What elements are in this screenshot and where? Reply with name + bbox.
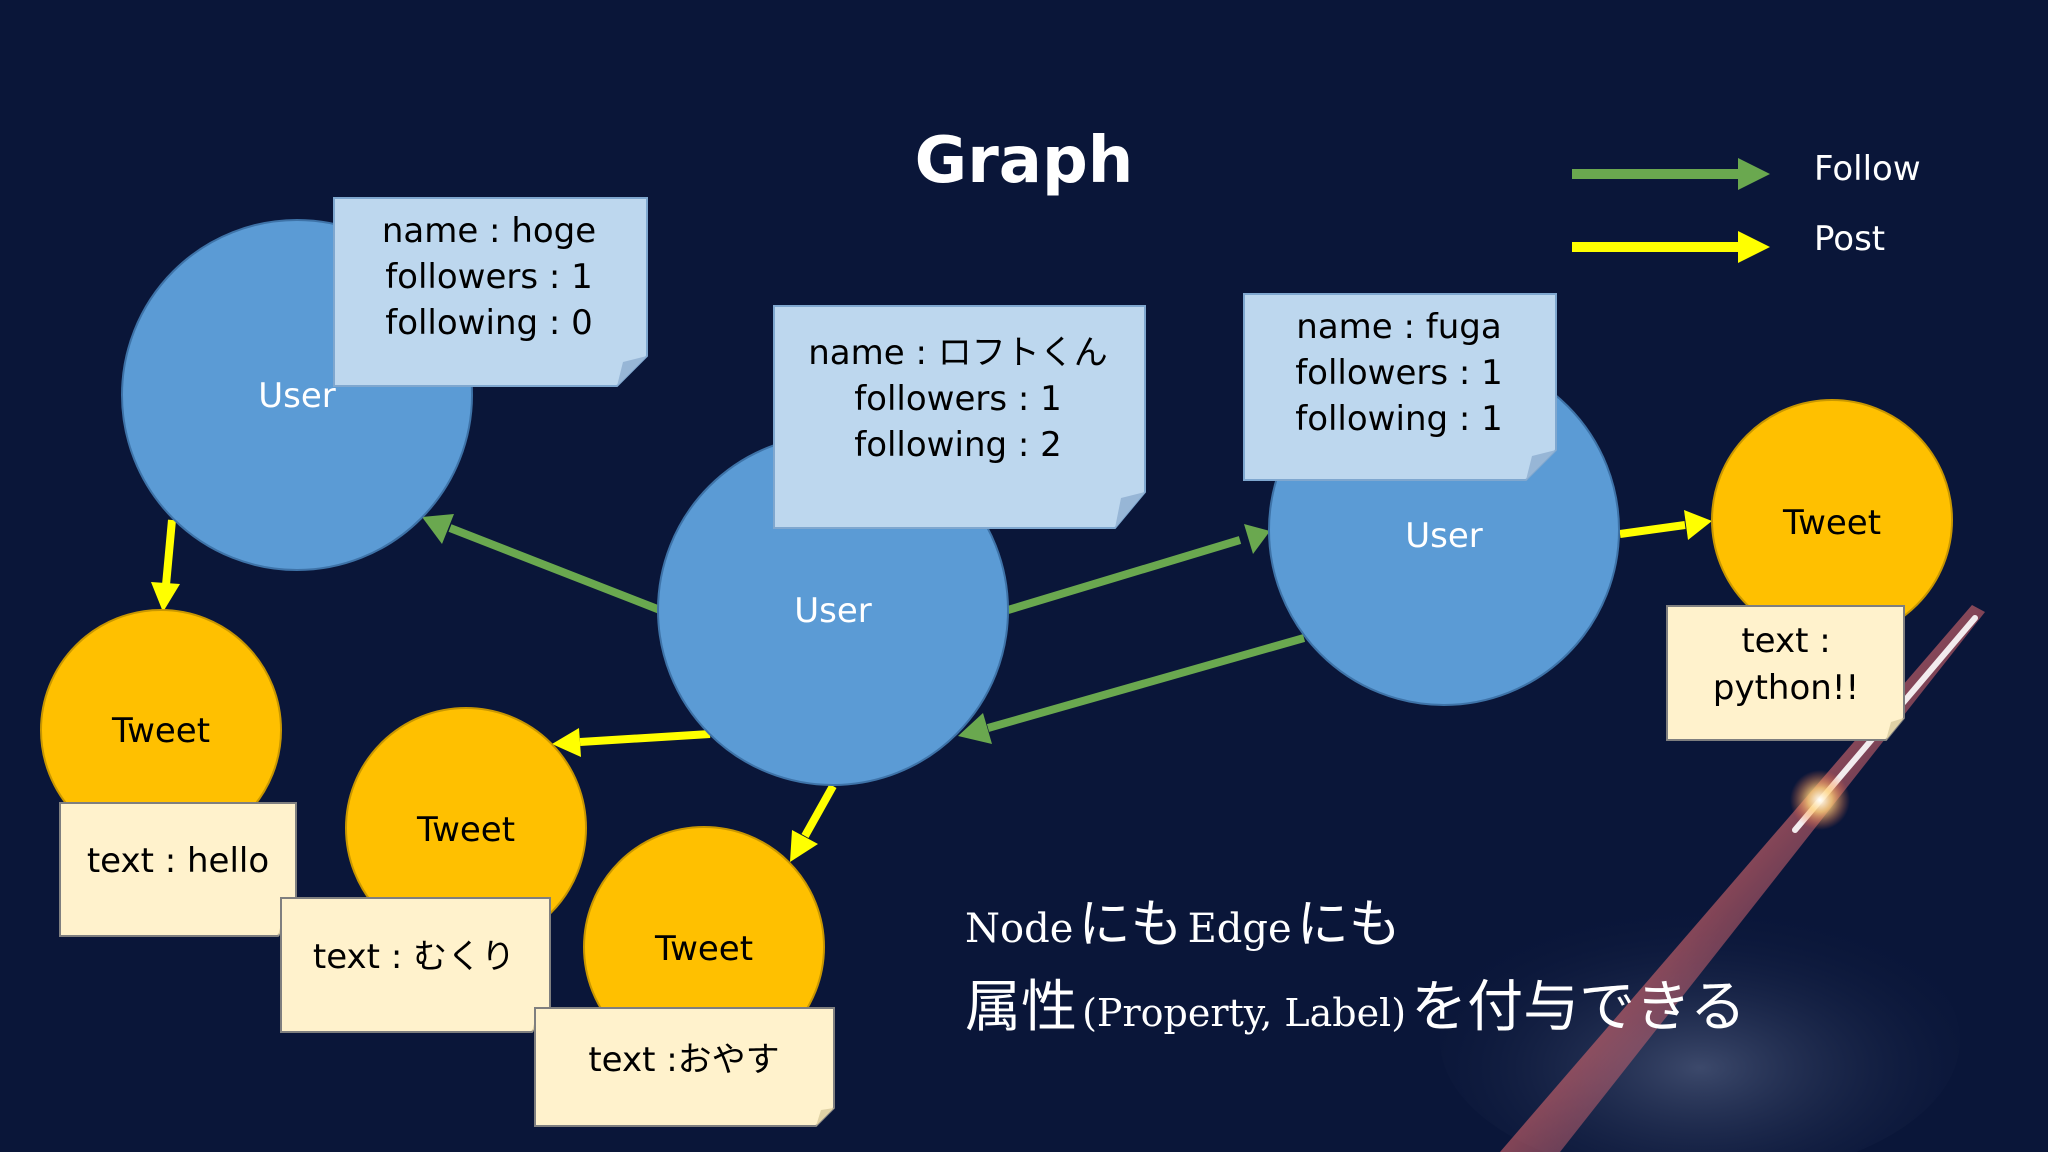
post-edge	[579, 730, 711, 746]
follow-arrowhead	[1244, 524, 1270, 554]
caption-jp: にも	[1078, 895, 1182, 955]
post-edge	[801, 784, 837, 838]
post-arrowhead	[790, 830, 818, 862]
caption-jp: にも	[1297, 895, 1401, 955]
property-line: followers : 1	[1295, 353, 1503, 393]
property-line: text :おやす	[588, 1040, 779, 1080]
property-line: following : 2	[854, 425, 1062, 465]
tweet-node-label: Tweet	[111, 711, 210, 751]
tweet-node-label: Tweet	[1782, 503, 1881, 543]
tweet-node-label: Tweet	[416, 810, 515, 850]
property-line: following : 1	[1295, 399, 1503, 439]
caption-term: Node	[965, 906, 1073, 952]
follow-edge	[986, 634, 1306, 732]
follow-edge	[1006, 536, 1242, 614]
tweet-node-hello: Tweet	[40, 609, 282, 851]
property-line: followers : 1	[385, 257, 593, 297]
caption-line-2: 属性 (Property, Label) を付与できる	[965, 975, 1746, 1040]
caption: Node にも Edge にも 属性 (Property, Label) を付与…	[965, 895, 1746, 1040]
property-line: text : むくり	[313, 937, 515, 977]
tweet-node-mukuri: Tweet	[345, 707, 587, 949]
caption-jp: を付与できる	[1411, 975, 1746, 1040]
post-edge	[1619, 521, 1686, 538]
tweet-property-card: text :おやす	[534, 1007, 835, 1127]
post-arrowhead	[151, 582, 180, 612]
caption-line-1: Node にも Edge にも	[965, 895, 1401, 955]
property-line: name : hoge	[382, 211, 596, 251]
tweet-property-card: text : python!!	[1666, 605, 1905, 741]
post-edges	[151, 510, 1712, 862]
post-legend-label: Post	[1814, 219, 1885, 259]
caption-term: (Property, Label)	[1082, 991, 1406, 1035]
legend: Follow Post	[1572, 149, 1921, 263]
tweet-property-card: text : むくり	[280, 897, 551, 1033]
user-property-card: name : ロフトくん followers : 1 following : 2	[773, 305, 1146, 529]
post-arrowhead	[1684, 510, 1712, 540]
follow-edges	[422, 514, 1306, 744]
property-line: followers : 1	[854, 379, 1062, 419]
post-arrowhead	[552, 728, 581, 757]
post-legend-arrowhead	[1738, 231, 1770, 263]
property-line: following : 0	[385, 303, 593, 343]
user-node-label: User	[794, 591, 872, 631]
diagram-title: Graph	[915, 124, 1134, 198]
follow-legend-label: Follow	[1814, 149, 1921, 189]
follow-legend-arrowhead	[1738, 158, 1770, 190]
tweet-property-card: text : hello	[59, 802, 297, 937]
rocket-decoration	[1440, 605, 1985, 1152]
user-node-label: User	[258, 376, 336, 416]
property-line: name : fuga	[1296, 307, 1501, 347]
caption-term: Edge	[1188, 906, 1292, 952]
user-property-card: name : hoge followers : 1 following : 0	[333, 197, 648, 387]
user-node-label: User	[1405, 516, 1483, 556]
property-line: text :	[1741, 621, 1830, 661]
follow-edge	[448, 524, 662, 614]
user-property-card: name : fuga followers : 1 following : 1	[1243, 293, 1557, 481]
property-line: text : hello	[87, 841, 269, 881]
tweet-node-python: Tweet	[1711, 399, 1953, 641]
caption-jp: 属性	[965, 975, 1077, 1040]
property-line: python!!	[1713, 668, 1859, 708]
follow-arrowhead	[422, 514, 454, 544]
property-line: name : ロフトくん	[808, 333, 1108, 373]
tweet-node-label: Tweet	[654, 929, 753, 969]
follow-arrowhead	[958, 713, 992, 744]
post-edge	[162, 519, 176, 586]
